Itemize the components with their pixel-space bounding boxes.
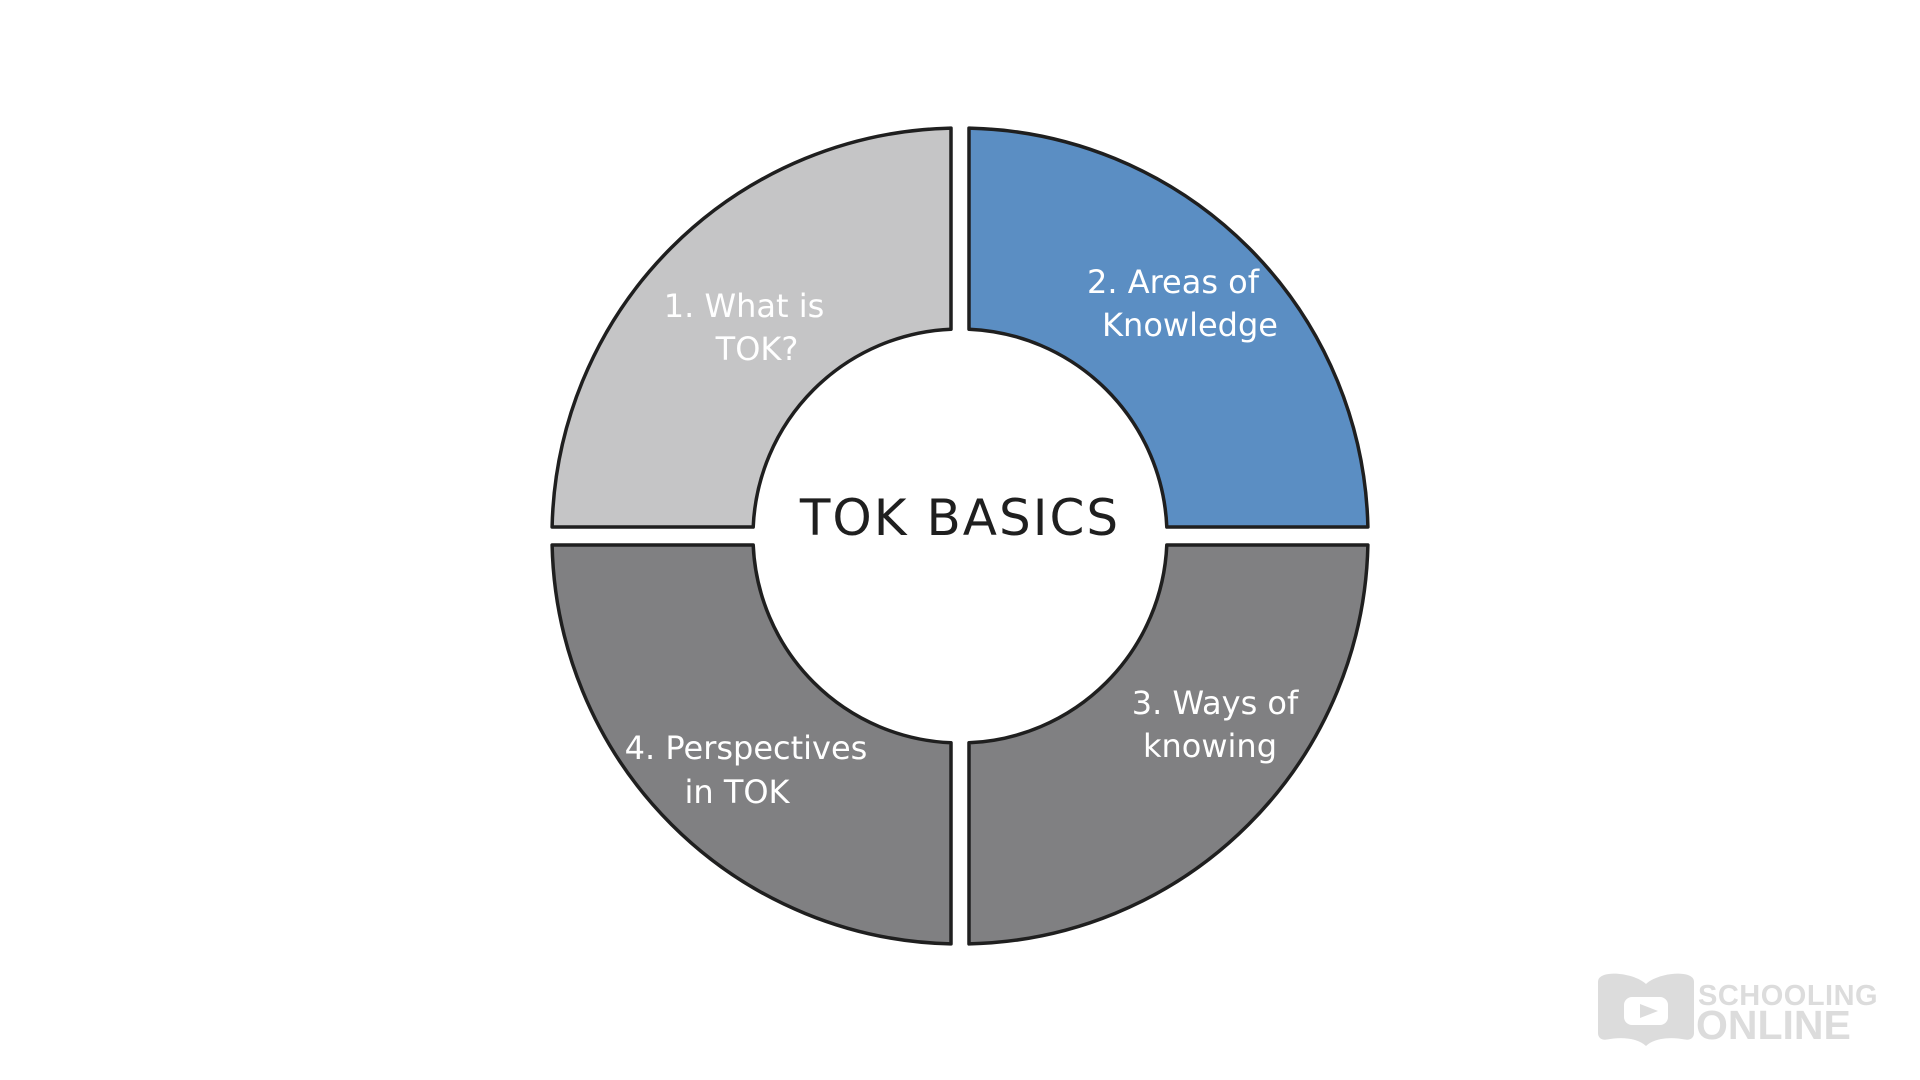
watermark-logo: SCHOOLING ONLINE	[1598, 973, 1878, 1048]
brand-line-1: SCHOOLING	[1698, 980, 1878, 1012]
segment-3-label-line1: 3. Ways of	[1132, 684, 1299, 722]
segment-3-label-line2: knowing	[1143, 727, 1277, 765]
segment-2-label-line2: Knowledge	[1102, 306, 1278, 344]
segment-labels: 1. What is TOK? 2. Areas of Knowledge 3.…	[625, 263, 1299, 811]
segment-1-label-line2: TOK?	[715, 330, 799, 368]
segment-ways-of-knowing	[967, 543, 1370, 946]
brand-line-2: ONLINE	[1696, 1002, 1851, 1048]
segment-1-label-line1: 1. What is	[664, 287, 825, 325]
segment-areas-of-knowledge	[967, 126, 1370, 529]
diagram-center-title: TOK BASICS	[799, 489, 1120, 547]
segment-4-label-line1: 4. Perspectives	[625, 729, 868, 767]
segment-2-label-line1: 2. Areas of	[1087, 263, 1260, 301]
segment-4-label-line2: in TOK	[684, 773, 790, 811]
segment-perspectives-in-tok	[550, 543, 953, 946]
segment-what-is-tok	[550, 126, 953, 529]
play-icon	[1640, 1004, 1658, 1018]
